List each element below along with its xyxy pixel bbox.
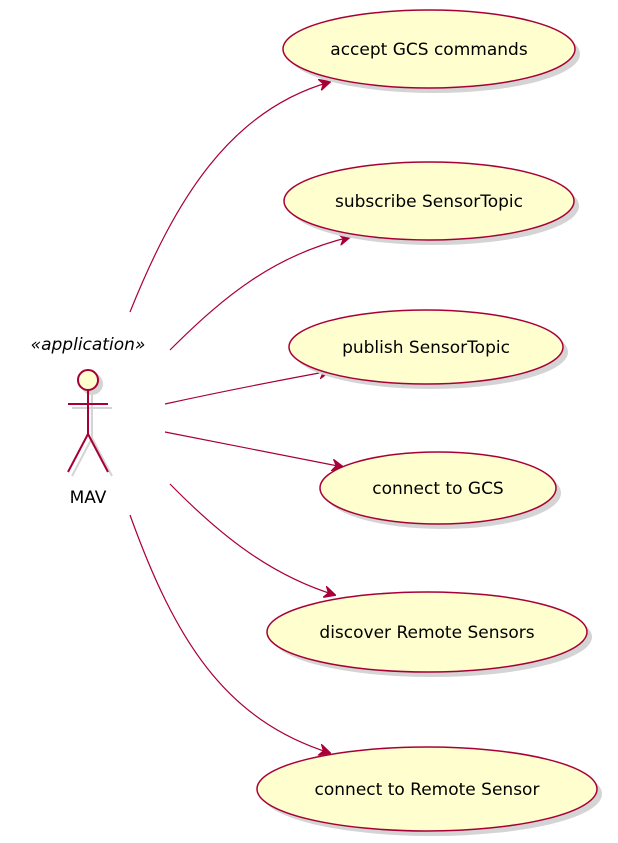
usecase-ellipse (283, 161, 575, 241)
usecase-discover-remote-sensors[interactable]: discover Remote Sensors (266, 591, 592, 677)
usecase-ellipse (319, 451, 557, 525)
usecase-label: discover Remote Sensors (319, 623, 534, 643)
connectors (129, 82, 350, 753)
connector-connect-to-remote-sensor (129, 514, 330, 753)
actor-mav[interactable]: «application» MAV (31, 335, 146, 508)
actor-stereotype: «application» (31, 335, 146, 355)
usecase-ellipse (282, 9, 576, 89)
usecase-label: accept GCS commands (330, 40, 528, 60)
usecase-label: subscribe SensorTopic (335, 192, 523, 212)
connector-accept-gcs-commands (129, 82, 330, 313)
usecase-accept-gcs-commands[interactable]: accept GCS commands (282, 9, 580, 93)
usecase-ellipse (288, 309, 564, 385)
usecase-ellipse (256, 746, 598, 832)
usecase-label: connect to GCS (372, 479, 503, 499)
usecase-subscribe-sensortopic[interactable]: subscribe SensorTopic (283, 161, 579, 245)
connector-subscribe-sensortopic (169, 237, 350, 351)
use-cases: accept GCS commands subscribe SensorTopi… (256, 9, 602, 836)
connector-connect-to-gcs (164, 431, 343, 467)
usecase-label: connect to Remote Sensor (315, 780, 540, 800)
usecase-publish-sensortopic[interactable]: publish SensorTopic (288, 309, 568, 389)
usecase-connect-to-remote-sensor[interactable]: connect to Remote Sensor (256, 746, 602, 836)
usecase-connect-to-gcs[interactable]: connect to GCS (319, 451, 561, 529)
usecase-label: publish SensorTopic (342, 338, 510, 358)
connector-publish-sensortopic (164, 371, 330, 405)
stick-figure-icon (67, 369, 109, 473)
connector-discover-remote-sensors (169, 483, 335, 595)
actor-name: MAV (70, 488, 107, 508)
usecase-ellipse (266, 591, 588, 673)
